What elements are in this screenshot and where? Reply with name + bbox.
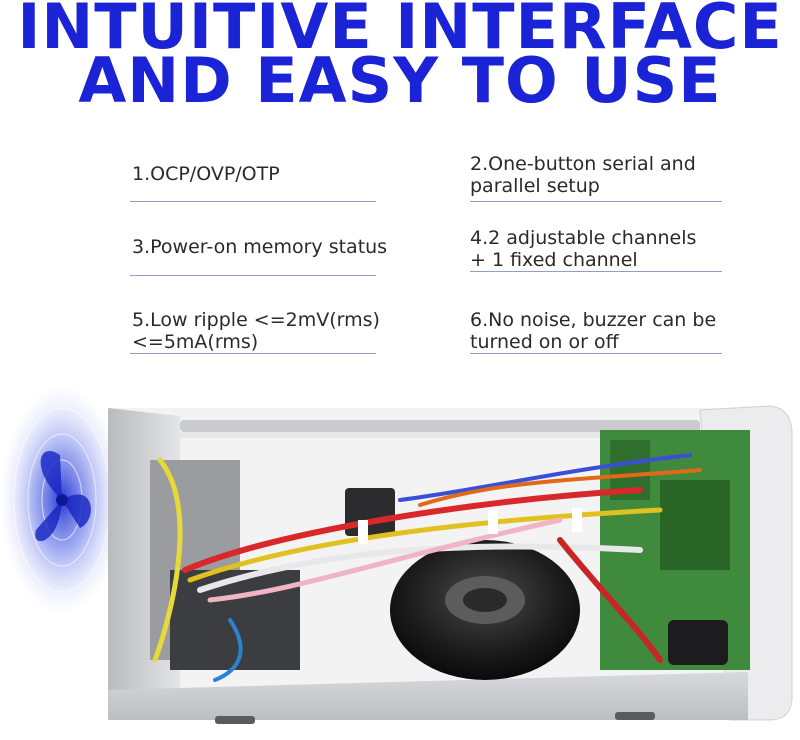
feature-2-divider: [470, 201, 722, 202]
fan-airflow-icon: [0, 385, 124, 615]
feature-4: 4.2 adjustable channels + 1 fixed channe…: [470, 227, 697, 271]
feature-3-divider: [130, 275, 376, 276]
feature-2: 2.One-button serial and parallel setup: [470, 153, 696, 197]
feature-5: 5.Low ripple <=2mV(rms) <=5mA(rms): [132, 309, 380, 353]
headline-line-2: AND EASY TO USE: [78, 44, 722, 117]
headline-line-1: INTUITIVE INTERFACE: [17, 0, 783, 63]
feature-3: 3.Power-on memory status: [132, 236, 388, 258]
feature-6: 6.No noise, buzzer can be turned on or o…: [470, 309, 717, 353]
feature-5-divider: [130, 353, 376, 354]
feature-1-divider: [130, 201, 376, 202]
feature-6-divider: [470, 353, 722, 354]
feature-1: 1.OCP/OVP/OTP: [132, 163, 280, 185]
feature-4-divider: [470, 271, 722, 272]
power-supply-internals-image: [0, 385, 793, 724]
